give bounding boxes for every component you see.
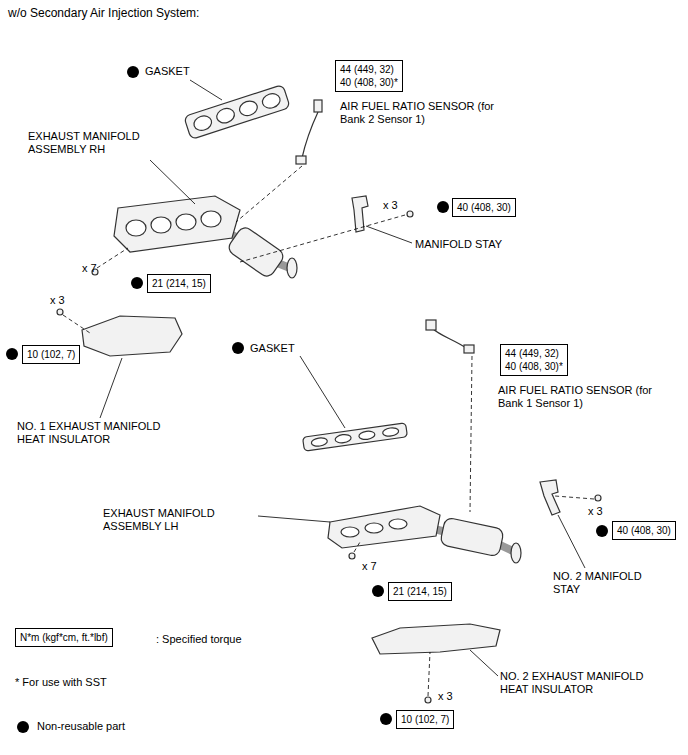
part-label: : Specified torque bbox=[156, 633, 242, 646]
torque-box: N*m (kgf*cm, ft.*lbf) bbox=[15, 628, 113, 647]
torque-box: 44 (449, 32)40 (408, 30)* bbox=[335, 60, 403, 92]
gasket bbox=[303, 423, 408, 451]
part-label: MANIFOLD STAY bbox=[415, 238, 502, 251]
torque-value: 10 (102, 7) bbox=[401, 713, 449, 726]
quantity-label: x 3 bbox=[50, 294, 65, 307]
part-label: NO. 2 MANIFOLD STAY bbox=[553, 570, 653, 596]
torque-value: 21 (214, 15) bbox=[393, 585, 447, 598]
part-label: AIR FUEL RATIO SENSOR (for Bank 2 Sensor… bbox=[340, 100, 515, 126]
torque-value: 40 (408, 30)* bbox=[505, 360, 563, 373]
quantity-label: x 3 bbox=[383, 199, 398, 212]
exhaust-manifold bbox=[114, 196, 297, 279]
part-label: AIR FUEL RATIO SENSOR (for Bank 1 Sensor… bbox=[498, 384, 673, 410]
part-label: * For use with SST bbox=[15, 676, 107, 689]
quantity-label: x 7 bbox=[362, 560, 377, 573]
bolt bbox=[57, 309, 63, 315]
part-label: EXHAUST MANIFOLD ASSEMBLY LH bbox=[103, 507, 253, 533]
quantity-label: x 7 bbox=[82, 262, 97, 275]
part-label: EXHAUST MANIFOLD ASSEMBLY RH bbox=[28, 130, 178, 156]
torque-box: 40 (408, 30) bbox=[452, 198, 516, 217]
nut bbox=[349, 553, 355, 559]
gasket bbox=[184, 85, 290, 140]
air-fuel-ratio-sensor bbox=[296, 100, 322, 164]
torque-box: 44 (449, 32)40 (408, 30)* bbox=[500, 344, 568, 376]
part-label: GASKET bbox=[250, 342, 295, 355]
torque-value: 10 (102, 7) bbox=[27, 348, 75, 361]
torque-value: 44 (449, 32) bbox=[340, 63, 398, 76]
bolt bbox=[595, 495, 601, 501]
torque-value: 44 (449, 32) bbox=[505, 347, 563, 360]
exhaust-manifold bbox=[328, 506, 521, 563]
heat-insulator bbox=[372, 624, 500, 654]
legend-item: Non-reusable part bbox=[17, 720, 125, 733]
part-label: NO. 2 EXHAUST MANIFOLD HEAT INSULATOR bbox=[500, 670, 670, 696]
part-label: GASKET bbox=[145, 65, 190, 78]
bolt bbox=[425, 697, 431, 703]
torque-box: 21 (214, 15) bbox=[147, 274, 211, 293]
part-label: NO. 1 EXHAUST MANIFOLD HEAT INSULATOR bbox=[17, 420, 187, 446]
manifold-stay bbox=[540, 480, 560, 515]
torque-box: 10 (102, 7) bbox=[22, 345, 80, 364]
bolt bbox=[407, 211, 413, 217]
manifold-stay bbox=[352, 196, 368, 232]
torque-value: 21 (214, 15) bbox=[152, 277, 206, 290]
title: w/o Secondary Air Injection System: bbox=[8, 6, 199, 20]
torque-value: 40 (408, 30)* bbox=[340, 76, 398, 89]
torque-value: N*m (kgf*cm, ft.*lbf) bbox=[20, 631, 108, 644]
air-fuel-ratio-sensor bbox=[426, 320, 474, 353]
heat-insulator bbox=[82, 316, 182, 356]
torque-box: 10 (102, 7) bbox=[396, 710, 454, 729]
quantity-label: x 3 bbox=[438, 690, 453, 703]
torque-box: 21 (214, 15) bbox=[388, 582, 452, 601]
legend-text: Non-reusable part bbox=[37, 720, 125, 732]
torque-box: 40 (408, 30) bbox=[612, 521, 676, 540]
torque-value: 40 (408, 30) bbox=[457, 201, 511, 214]
leader-lines bbox=[100, 80, 585, 676]
legend-swatch bbox=[17, 721, 29, 733]
torque-value: 40 (408, 30) bbox=[617, 524, 671, 537]
quantity-label: x 3 bbox=[588, 505, 603, 518]
